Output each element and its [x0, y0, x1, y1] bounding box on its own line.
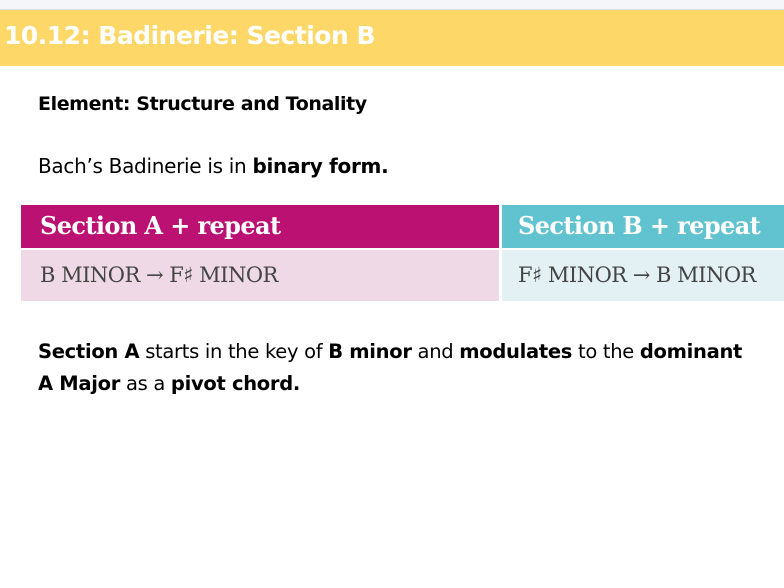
- section-b-keys: F♯ MINOR → B MINOR: [502, 250, 784, 301]
- bold-text: pivot chord.: [170, 372, 300, 395]
- bold-text: B minor: [328, 340, 412, 363]
- intro-text: Bach’s Badinerie is in binary form.: [38, 154, 389, 178]
- paragraph-line-1: Section A starts in the key of B minor a…: [38, 336, 742, 368]
- bold-text: A Major: [38, 372, 121, 395]
- section-a-header: Section A + repeat: [21, 205, 499, 248]
- top-strip: [0, 0, 784, 10]
- intro-text-bold: binary form.: [252, 154, 389, 178]
- section-b-header: Section B + repeat: [502, 205, 784, 248]
- text: starts in the key of: [139, 340, 329, 363]
- bold-text: modulates: [459, 340, 573, 363]
- section-a-keys: B MINOR → F♯ MINOR: [21, 250, 499, 301]
- element-heading: Element: Structure and Tonality: [38, 93, 367, 115]
- text: to the: [572, 340, 640, 363]
- title-banner: 10.12: Badinerie: Section B: [0, 10, 784, 66]
- slide-title: 10.12: Badinerie: Section B: [4, 21, 376, 50]
- bold-text: dominant: [639, 340, 743, 363]
- text: and: [411, 340, 460, 363]
- paragraph-line-2: A Major as a pivot chord.: [38, 368, 742, 400]
- structure-table: Section A + repeat Section B + repeat B …: [21, 205, 784, 301]
- section-a-description: Section A starts in the key of B minor a…: [38, 336, 742, 400]
- bold-text: Section A: [38, 340, 140, 363]
- text: as a: [120, 372, 171, 395]
- intro-text-plain: Bach’s Badinerie is in: [38, 154, 253, 178]
